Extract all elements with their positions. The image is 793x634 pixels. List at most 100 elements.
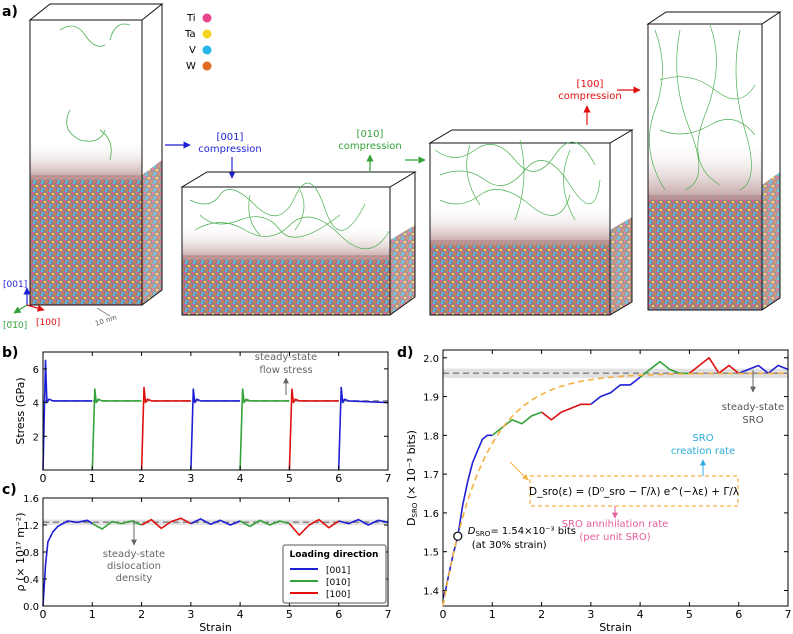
arrow-010-line2: compression [338,141,401,152]
arrow-100-line2: compression [558,91,621,102]
panel-d-label: d) [397,345,413,361]
y-tick-label: 1.6 [423,509,439,520]
x-tick-label: 1 [489,608,496,621]
panel-a-label: a) [2,4,18,20]
x-tick-label: 6 [735,608,742,621]
x-tick-label: 4 [237,608,244,621]
x-axis-title: Strain [199,621,232,634]
x-tick-label: 2 [538,608,545,621]
x-tick-label: 6 [335,472,342,485]
series-line-001-6 [337,386,389,471]
x-tick-label: 3 [187,608,194,621]
creation-label-line2: creation rate [671,446,735,457]
simulation-cell-initial [28,3,164,306]
simulation-cell-after-100 [646,11,782,311]
x-tick-label: 3 [187,472,194,485]
x-tick-label: 4 [237,472,244,485]
formula-pointer [509,461,529,481]
annotation-line1: steady-state [255,352,317,363]
arrow-010-compression: [010] compression [338,129,426,172]
x-tick-label: 0 [440,608,447,621]
x-tick-label: 5 [286,472,293,485]
annotation-line2: dislocation [107,561,161,572]
species-ta-swatch [202,29,212,39]
series-line-010-1 [91,520,142,530]
x-tick-label: 6 [335,608,342,621]
annihilation-label-line2: (per unit SRO) [579,532,650,543]
y-tick-label: 0.8 [23,548,39,559]
fit-curve [442,372,788,607]
x-tick-label: 0 [40,472,47,485]
y-axis-title: DSRO (× 10⁻³ bits) [405,430,419,526]
y-tick-label: 1.4 [423,586,439,597]
arrow-100-line1: [100] [577,79,604,90]
legend-title: Loading direction [290,550,379,560]
series-line-001-0 [42,519,93,607]
y-tick-label: 2.0 [423,354,439,365]
y-tick-label: 1.8 [423,431,439,442]
marker-label-main: DSRO= 1.54×10⁻³ bits [468,526,576,538]
series-line-100-5 [688,356,740,375]
series-line-001-3 [190,388,241,471]
creation-label-line1: SRO [692,433,713,444]
x-tick-label: 1 [89,472,96,485]
scale-bar-label: 10 nm [94,313,118,328]
y-tick-label: 1.7 [423,470,439,481]
y-tick-label: 6 [33,365,39,376]
x-tick-label: 4 [637,608,644,621]
x-tick-label: 7 [385,472,392,485]
panel-a-simulation-cells: a) Ti Ta V W [001] compression [2,3,782,331]
x-tick-label: 7 [785,608,792,621]
arrow-001-line2: compression [198,144,261,155]
y-tick-label: 2 [33,432,39,443]
y-tick-label: 1.9 [423,393,439,404]
y-tick-label: 1.6 [23,494,39,505]
legend-box [282,544,387,604]
x-tick-label: 2 [138,608,145,621]
series-line-010-4 [239,388,290,471]
arrow-001-line1: [001] [217,132,244,143]
axis-y-label: [0̅1̅0] [3,321,27,331]
y-tick-label: 1.5 [423,548,439,559]
x-tick-label: 7 [385,608,392,621]
panel-c-label: c) [2,482,17,498]
y-tick-label: 0.4 [23,575,39,586]
x-tick-label: 5 [686,608,693,621]
loading-direction-legend: Loading direction[001][010][100] [282,544,387,604]
species-ta-label: Ta [184,29,196,40]
plot-frame [42,351,389,471]
simulation-cell-after-001 [180,171,417,316]
series-line-100-2 [140,386,191,471]
legend-label-001: [001] [326,566,350,576]
species-ti-swatch [202,13,212,23]
series-line-010-1 [91,388,142,471]
series-line-001-6 [738,364,789,375]
series-line-100-5 [288,518,340,536]
marker-label-sub: (at 30% strain) [472,540,547,551]
series-line-100-5 [288,388,339,471]
species-v-label: V [189,45,196,56]
annotation-line1: steady-state [103,549,165,560]
y-axis-title: ρ (× 10¹⁷ m⁻²) [14,512,27,591]
axis-x-label: [100] [36,318,60,328]
series-line-100-2 [541,403,591,421]
plot-frame [442,349,789,607]
arrow-100-compression: [100] compression [558,79,641,125]
series-line-010-1 [491,411,542,436]
simulation-cell-after-010 [428,129,634,316]
x-tick-label: 5 [286,608,293,621]
annotation-line3: density [116,573,153,584]
annihilation-label-line1: SRO annihilation rate [562,519,669,530]
y-tick-label: 4 [33,399,39,410]
species-v-swatch [202,45,212,55]
arrow-001-compression: [001] compression [165,132,262,179]
series-line-001-6 [338,518,389,526]
marker-30pct [453,531,463,541]
series-line-001-0 [442,434,493,599]
x-tick-label: 1 [89,608,96,621]
series-line-100-2 [141,517,192,530]
x-tick-label: 0 [40,608,47,621]
